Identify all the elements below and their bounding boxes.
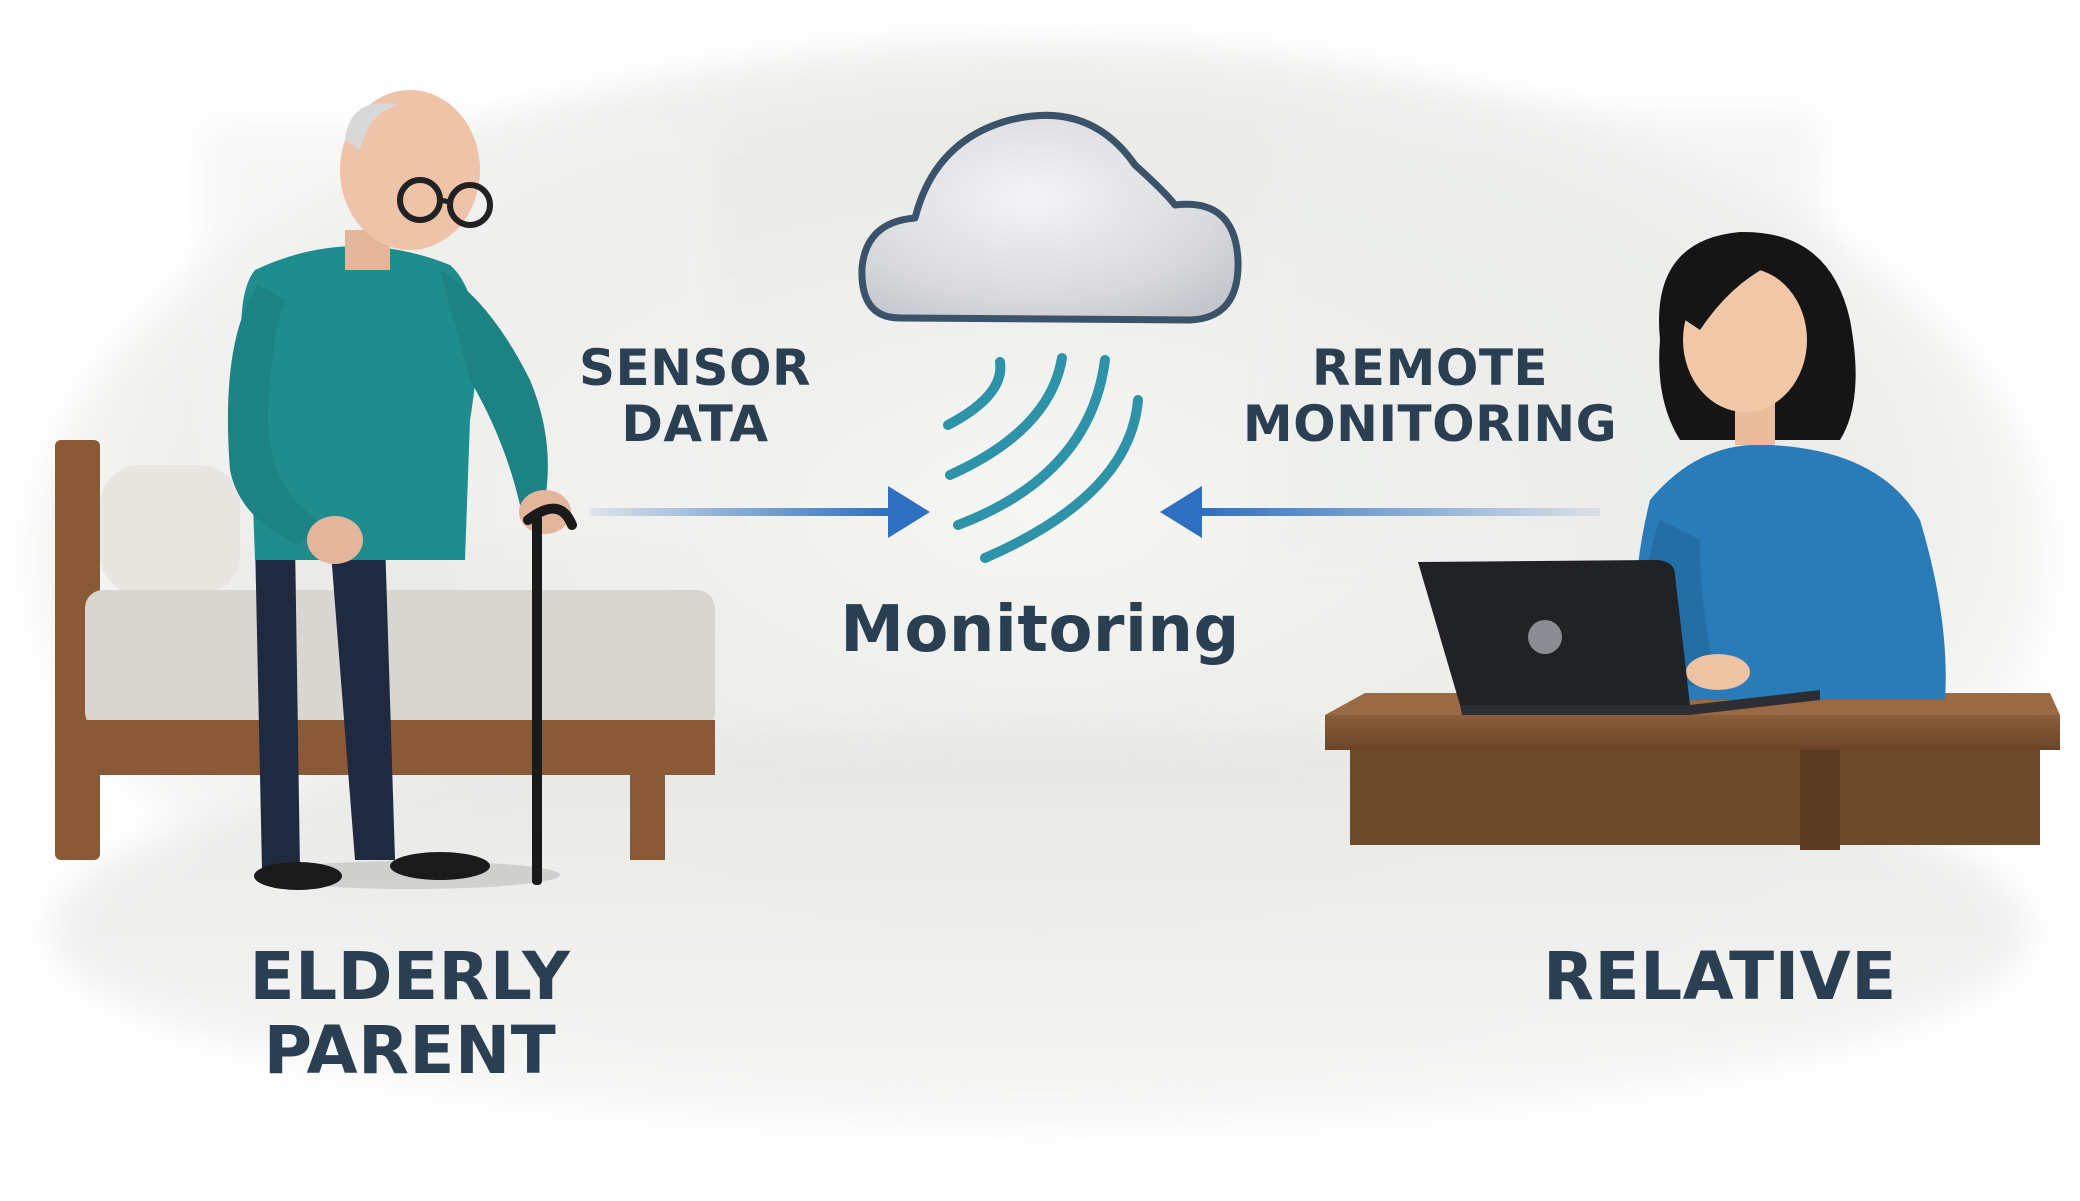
bed-icon [55,440,715,860]
sensor-data-label: SENSOR DATA [560,340,830,452]
sensor-data-label-line1: SENSOR [578,339,812,397]
relative-figure [1634,231,1946,700]
remote-monitoring-label: REMOTE MONITORING [1230,340,1630,452]
relative-label-text: RELATIVE [1543,938,1897,1015]
relative-label: RELATIVE [1480,940,1960,1014]
desk [1325,693,2060,850]
elderly-parent-figure [227,90,571,890]
elderly-parent-label: ELDERLY PARENT [200,940,620,1088]
signal-waves-icon [943,353,1143,563]
elderly-parent-label-line1: ELDERLY [249,938,571,1015]
cloud-icon [858,111,1242,324]
cane-icon [523,503,577,885]
monitoring-title-text: Monitoring [840,593,1240,667]
remote-monitoring-label-line1: REMOTE [1311,339,1549,397]
laptop-icon [1418,560,1820,715]
monitoring-title: Monitoring [800,593,1280,667]
remote-monitoring-label-line2: MONITORING [1242,395,1618,453]
elderly-parent-label-line2: PARENT [263,1011,557,1089]
sensor-data-label-line2: DATA [621,395,769,453]
arrow-right-icon [590,486,930,538]
arrow-left-icon [1160,486,1600,538]
